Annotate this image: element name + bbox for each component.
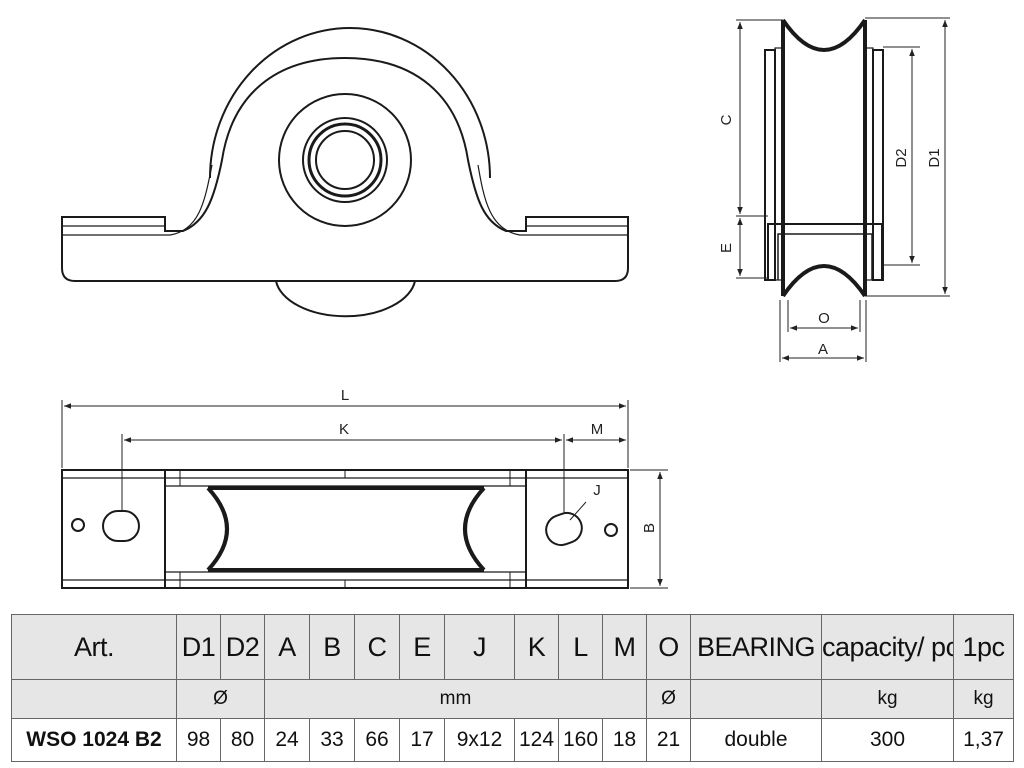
cell-art: WSO 1024 B2: [11, 718, 177, 762]
header-d2: D2: [220, 614, 265, 680]
wheel-top: [208, 486, 484, 572]
right-slot: [545, 511, 583, 547]
front-view: [61, 27, 629, 318]
units-mm: mm: [264, 679, 647, 719]
cell-m: 18: [602, 718, 647, 762]
hub-outer-ring: [278, 93, 412, 227]
top-view: [61, 469, 629, 589]
units-art-empty: [11, 679, 177, 719]
header-d1: D1: [176, 614, 221, 680]
cell-c: 66: [354, 718, 400, 762]
cell-l: 160: [558, 718, 603, 762]
header-weight: 1pc: [953, 614, 1014, 680]
wheel-groove: [781, 20, 867, 296]
top-dimensions: [61, 400, 668, 589]
side-dimensions: [736, 17, 950, 362]
cell-capacity: 300: [821, 718, 954, 762]
bracket-outline: [61, 56, 629, 282]
cell-weight: 1,37: [953, 718, 1014, 762]
dim-label-b: B: [641, 523, 658, 533]
header-a: A: [264, 614, 310, 680]
table-header-row: Art. D1 D2 A B C E J K L M O BEARING cap…: [11, 614, 1014, 680]
units-capacity: kg: [821, 679, 954, 719]
left-slot: [102, 510, 140, 542]
dim-label-k: K: [339, 421, 349, 438]
header-b: B: [309, 614, 355, 680]
cell-j: 9x12: [444, 718, 515, 762]
cell-e: 17: [399, 718, 445, 762]
header-m: M: [602, 614, 647, 680]
cell-d2: 80: [220, 718, 265, 762]
units-diameter-2: Ø: [646, 679, 691, 719]
dim-label-a: A: [818, 341, 828, 358]
left-small-hole: [71, 518, 85, 532]
dim-label-j: J: [593, 482, 601, 499]
header-e: E: [399, 614, 445, 680]
header-art: Art.: [11, 614, 177, 680]
cell-d1: 98: [176, 718, 221, 762]
table-units-row: Ø mm Ø kg kg: [11, 679, 1014, 719]
wheel-outline: [209, 27, 491, 179]
dim-label-l: L: [341, 387, 349, 404]
header-o: O: [646, 614, 691, 680]
table-row: WSO 1024 B2 98 80 24 33 66 17 9x12 124 1…: [11, 718, 1014, 762]
cell-a: 24: [264, 718, 310, 762]
header-c: C: [354, 614, 400, 680]
dim-label-c: C: [718, 114, 735, 125]
header-j: J: [444, 614, 515, 680]
dim-label-d2: D2: [893, 148, 910, 167]
side-view: [764, 18, 884, 298]
cell-o: 21: [646, 718, 691, 762]
spec-table: Art. D1 D2 A B C E J K L M O BEARING cap…: [11, 614, 1014, 762]
cell-bearing: double: [690, 718, 822, 762]
header-l: L: [558, 614, 603, 680]
units-bearing-empty: [690, 679, 822, 719]
cell-b: 33: [309, 718, 355, 762]
dim-label-m: M: [591, 421, 604, 438]
units-weight: kg: [953, 679, 1014, 719]
dim-label-e: E: [718, 243, 735, 253]
u-bracket: [767, 223, 883, 280]
dim-label-o: O: [818, 310, 830, 327]
cell-k: 124: [514, 718, 559, 762]
header-bearing: BEARING: [690, 614, 822, 680]
right-small-hole: [604, 523, 618, 537]
header-k: K: [514, 614, 559, 680]
dim-label-d1: D1: [926, 148, 943, 167]
units-diameter-1: Ø: [176, 679, 265, 719]
header-capacity: capacity/ pc: [821, 614, 954, 680]
technical-drawing: C E D2 D1 O A: [61, 17, 950, 589]
